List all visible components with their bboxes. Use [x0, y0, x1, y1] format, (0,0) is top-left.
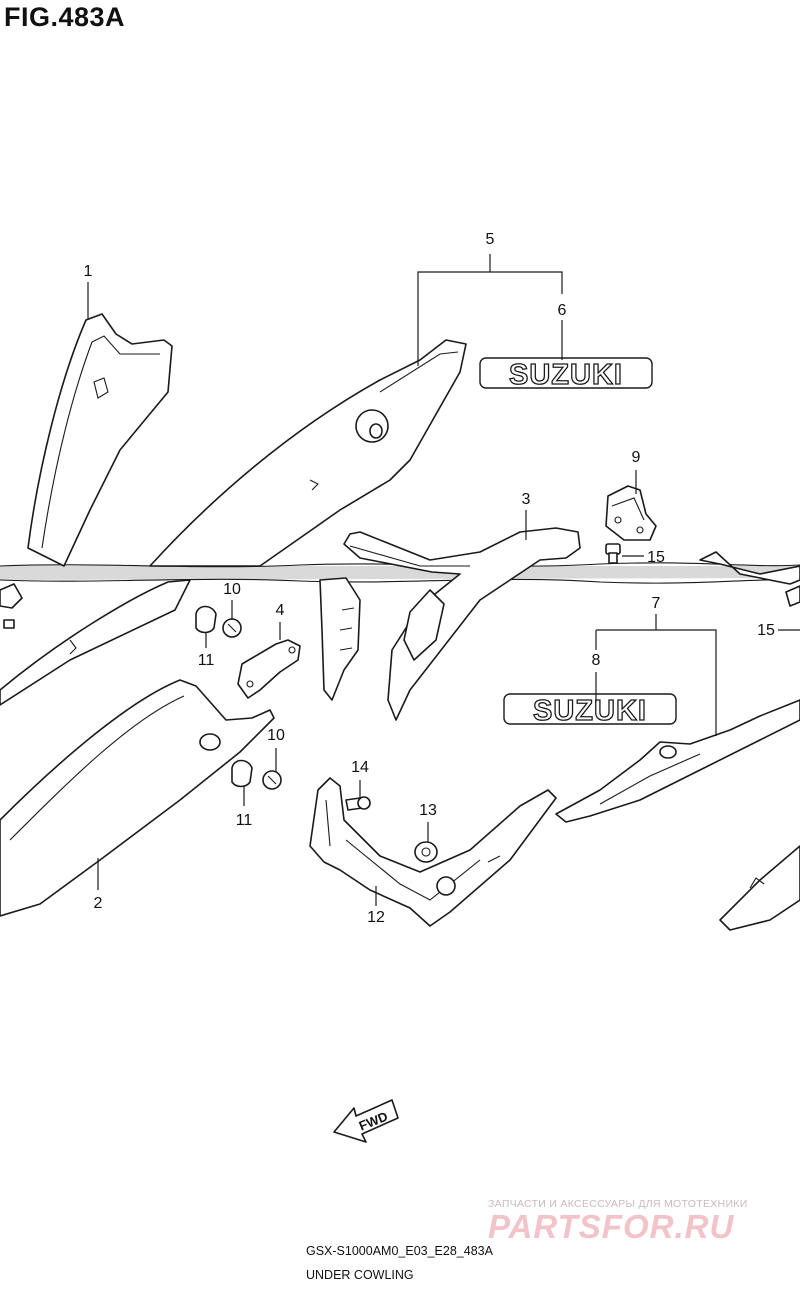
callout-12: 12 [367, 909, 385, 926]
part-5-under-cowling-upper [149, 339, 467, 567]
part-11-grommet-upper [195, 605, 217, 634]
part-10-screw-lower [262, 770, 282, 790]
callout-10b: 10 [267, 727, 285, 744]
fwd-arrow-icon: FWD [333, 1099, 399, 1143]
callout-11b: 11 [235, 812, 253, 829]
watermark-logo: PARTSFOR.RU [488, 1208, 735, 1245]
part-15-bolt-upper [605, 543, 621, 564]
part-13-grommet [414, 841, 438, 863]
model-code: GSX-S1000AM0_E03_E28_483A [306, 1244, 493, 1258]
part-10-screw-upper [222, 618, 242, 638]
callout-8: 8 [591, 652, 601, 669]
part-7-under-cowling-right [555, 699, 800, 931]
part-8-emblem: SUZUKI [503, 693, 677, 728]
figure-subtitle: UNDER COWLING [306, 1268, 414, 1282]
part-1-side-cowling [27, 313, 173, 567]
figure-title: FIG.483A [4, 2, 126, 32]
part-11-grommet-lower [231, 759, 253, 788]
callout-9: 9 [631, 449, 641, 466]
callout-11a: 11 [197, 652, 215, 669]
callout-6: 6 [557, 302, 567, 319]
part-9-bracket [605, 485, 657, 541]
emblem-upper-text: SUZUKI [509, 359, 623, 391]
callout-7: 7 [651, 595, 661, 612]
callout-3: 3 [521, 491, 531, 508]
leader-lines [87, 254, 800, 906]
emblem-lower-text: SUZUKI [533, 695, 647, 727]
part-3-center-bracket [319, 527, 581, 721]
callout-14: 14 [351, 759, 369, 776]
part-15-bolt-right [785, 585, 800, 607]
part-right-edge-fragment [699, 551, 800, 585]
callout-15a: 15 [647, 549, 665, 566]
part-12-inner-cover [309, 777, 557, 927]
callout-5: 5 [485, 231, 495, 248]
part-6-emblem: SUZUKI [479, 357, 653, 392]
callout-4: 4 [275, 602, 285, 619]
callout-13: 13 [419, 802, 437, 819]
callout-2: 2 [93, 895, 103, 912]
callout-1: 1 [83, 263, 93, 280]
part-4-bracket [237, 639, 301, 699]
watermark-tagline: ЗАПЧАСТИ И АКСЕССУАРЫ ДЛЯ МОТОТЕХНИКИ [488, 1198, 748, 1210]
part-2-side-cowling-lower [0, 579, 275, 917]
part-left-edge-fragment [0, 583, 23, 629]
callout-15b: 15 [757, 622, 775, 639]
callout-10a: 10 [223, 581, 241, 598]
part-14-screw [345, 796, 371, 811]
